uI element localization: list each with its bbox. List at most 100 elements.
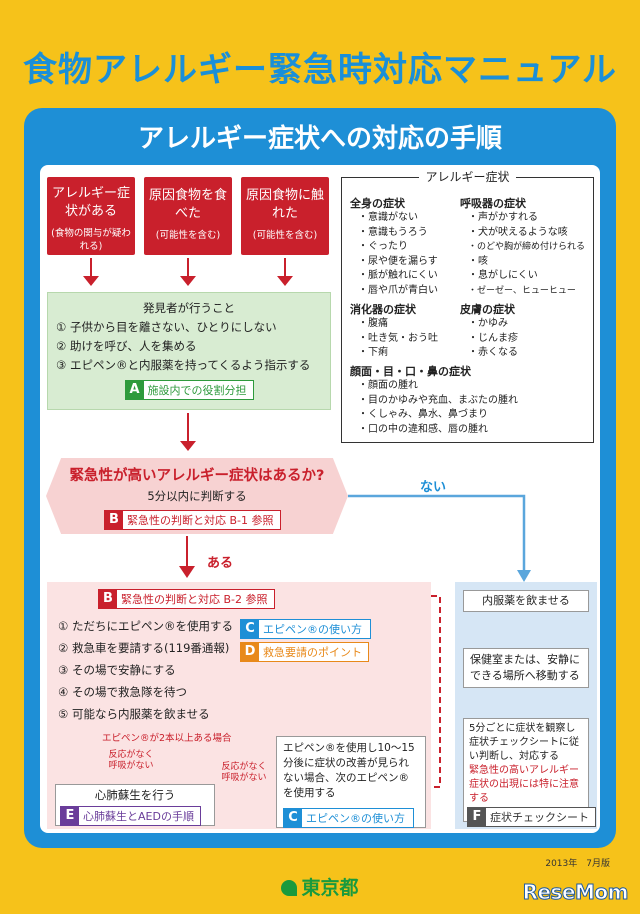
- symptom-item: ・じんま疹: [468, 332, 518, 344]
- arrow-line: [187, 413, 189, 443]
- tag-letter: B: [99, 590, 117, 608]
- question-text: 緊急性が高いアレルギー症状はあるか?: [69, 468, 325, 484]
- trigger-touched: 原因食物に触れた (可能性を含む): [241, 177, 329, 255]
- epi-two-note: エピペン®が2本以上ある場合: [102, 733, 232, 744]
- trigger-note: (食物の関与が疑われる): [51, 228, 131, 252]
- tag-b1[interactable]: B 緊急性の判断と対応 B-1 参照: [104, 508, 281, 530]
- tag-label: 症状チェックシート: [490, 811, 589, 824]
- tag-letter: B: [105, 511, 123, 529]
- tag-letter: F: [468, 808, 486, 826]
- symptom-item: ・ゼーゼー、ヒューヒュー: [468, 285, 576, 296]
- tokyo-logo: 東京都: [0, 873, 640, 900]
- tag-b2[interactable]: B 緊急性の判断と対応 B-2 参照: [98, 587, 275, 609]
- no-response-note: 反応がなく呼吸がない: [108, 750, 154, 771]
- symptom-item: ・息がしにくい: [468, 270, 538, 281]
- arrow-down-icon: [517, 570, 531, 582]
- symptom-item: ・声がかすれる: [468, 212, 538, 223]
- symptoms-panel: アレルギー症状 全身の症状 ・意識がない ・意識もうろう ・ぐったり ・尿や便を…: [341, 170, 594, 443]
- symptom-item: ・意識もうろう: [358, 226, 428, 238]
- step-rest-place: 保健室または、安静にできる場所へ移動する: [463, 648, 589, 688]
- symptom-item: ・意識がない: [358, 212, 418, 223]
- symptom-item: ・かゆみ: [468, 318, 508, 329]
- tag-letter: D: [241, 643, 259, 661]
- tag-letter: A: [125, 381, 144, 399]
- symptom-item: ・のどや胸が締め付けられる: [468, 242, 586, 252]
- symptom-heading: 全身の症状: [350, 197, 405, 210]
- step-observe: 5分ごとに症状を観察し症状チェックシートに従い判断し、対応する 緊急性の高いアレ…: [463, 718, 589, 822]
- symptom-heading: 顔面・目・口・鼻の症状: [350, 365, 471, 378]
- no-branch-line: [348, 494, 526, 572]
- trigger-symptoms: アレルギー症状がある (食物の関与が疑われる): [47, 177, 135, 255]
- observe-text: 5分ごとに症状を観察し症状チェックシートに従い判断し、対応する: [469, 723, 579, 762]
- tag-label: 心肺蘇生とAEDの手順: [83, 810, 194, 823]
- tag-label: 救急要請のポイント: [263, 646, 362, 659]
- cpr-text: 心肺蘇生を行う: [94, 788, 176, 802]
- symptom-item: ・口の中の違和感、唇の腫れ: [358, 423, 488, 435]
- symptom-item: ・吐き気・おう吐: [358, 332, 438, 344]
- tag-letter: C: [241, 620, 259, 638]
- no-label: ない: [420, 480, 447, 495]
- arrow-line: [187, 258, 189, 278]
- arrow-down-icon: [179, 566, 195, 578]
- tag-label: 緊急性の判断と対応 B-2 参照: [121, 593, 268, 606]
- emergency-step: ④ その場で救急隊を待つ: [58, 685, 187, 699]
- tag-letter: C: [284, 809, 302, 827]
- yes-label: ある: [207, 556, 234, 571]
- symptom-heading: 呼吸器の症状: [460, 197, 526, 210]
- arrow-down-icon: [277, 276, 293, 286]
- arrow-line: [90, 258, 92, 278]
- symptoms-title: アレルギー症状: [419, 170, 516, 184]
- emergency-step: ⑤ 可能なら内服薬を飲ませる: [58, 707, 210, 721]
- org-name: 東京都: [301, 877, 359, 899]
- watermark: ReseMom: [522, 880, 629, 905]
- observe-note: 緊急性の高いアレルギー症状の出現には特に注意する: [469, 765, 579, 804]
- emergency-step: ① ただちにエピペン®を使用する: [58, 619, 233, 633]
- tag-label: 施設内での役割分担: [147, 384, 247, 397]
- emergency-step: ③ その場で安静にする: [58, 663, 176, 677]
- card-title: アレルギー症状への対応の手順: [137, 124, 502, 154]
- step-oral-medicine: 内服薬を飲ませる: [463, 590, 589, 612]
- symptom-item: ・くしゃみ、鼻水、鼻づまり: [358, 409, 488, 420]
- tag-f[interactable]: F 症状チェックシート: [467, 805, 596, 827]
- symptom-item: ・咳: [468, 255, 488, 267]
- symptom-item: ・赤くなる: [468, 347, 518, 358]
- finder-item: ③ エピペン®と内服薬を持ってくるよう指示する: [56, 358, 311, 372]
- symptom-item: ・脈が触れにくい: [358, 270, 438, 281]
- no-response-note: 反応がなく呼吸がない: [221, 762, 267, 783]
- tag-e[interactable]: E 心肺蘇生とAEDの手順: [60, 804, 201, 826]
- tag-c2[interactable]: C エピペン®の使い方: [283, 806, 414, 828]
- finder-heading: 発見者が行うこと: [143, 301, 235, 315]
- symptom-item: ・ぐったり: [358, 241, 408, 252]
- symptom-item: ・下痢: [358, 347, 388, 358]
- page-title: 食物アレルギー緊急時対応マニュアル: [23, 50, 617, 90]
- trigger-note: (可能性を含む): [252, 230, 318, 241]
- symptom-item: ・尿や便を漏らす: [358, 255, 438, 267]
- finder-actions-box: 発見者が行うこと ① 子供から目を離さない、ひとりにしない ② 助けを呼び、人を…: [47, 292, 331, 410]
- symptom-item: ・唇や爪が青白い: [358, 284, 438, 296]
- tag-label: エピペン®の使い方: [306, 812, 405, 825]
- tag-c[interactable]: C エピペン®の使い方: [240, 617, 371, 639]
- trigger-note: (可能性を含む): [155, 230, 221, 241]
- arrow-line: [284, 258, 286, 278]
- tag-a[interactable]: A 施設内での役割分担: [124, 380, 254, 400]
- tag-letter: E: [61, 807, 79, 825]
- arrow-down-icon: [83, 276, 99, 286]
- symptom-item: ・目のかゆみや充血、まぶたの腫れ: [358, 394, 518, 406]
- tag-d[interactable]: D 救急要請のポイント: [240, 640, 369, 662]
- edition-date: 2013年 7月版: [545, 859, 610, 869]
- symptom-item: ・顔面の腫れ: [358, 380, 418, 391]
- finder-item: ② 助けを呼び、人を集める: [56, 339, 197, 353]
- tag-label: エピペン®の使い方: [263, 623, 362, 636]
- tag-label: 緊急性の判断と対応 B-1 参照: [127, 514, 274, 527]
- arrow-down-icon: [180, 276, 196, 286]
- trigger-label: 原因食物に触れた: [245, 188, 324, 221]
- finder-item: ① 子供から目を離さない、ひとりにしない: [56, 320, 277, 334]
- symptom-item: ・犬が吠えるような咳: [468, 226, 568, 238]
- trigger-label: アレルギー症状がある: [51, 186, 130, 219]
- ginkgo-icon: [281, 880, 298, 896]
- second-epipen-text: エピペン®を使用し10〜15分後に症状の改善が見られない場合、次のエピペン®を使…: [283, 742, 415, 799]
- symptom-heading: 皮膚の症状: [460, 303, 515, 316]
- trigger-label: 原因食物を食べた: [148, 188, 227, 221]
- emergency-step: ② 救急車を要請する(119番通報): [58, 641, 230, 655]
- symptom-item: ・腹痛: [358, 318, 388, 329]
